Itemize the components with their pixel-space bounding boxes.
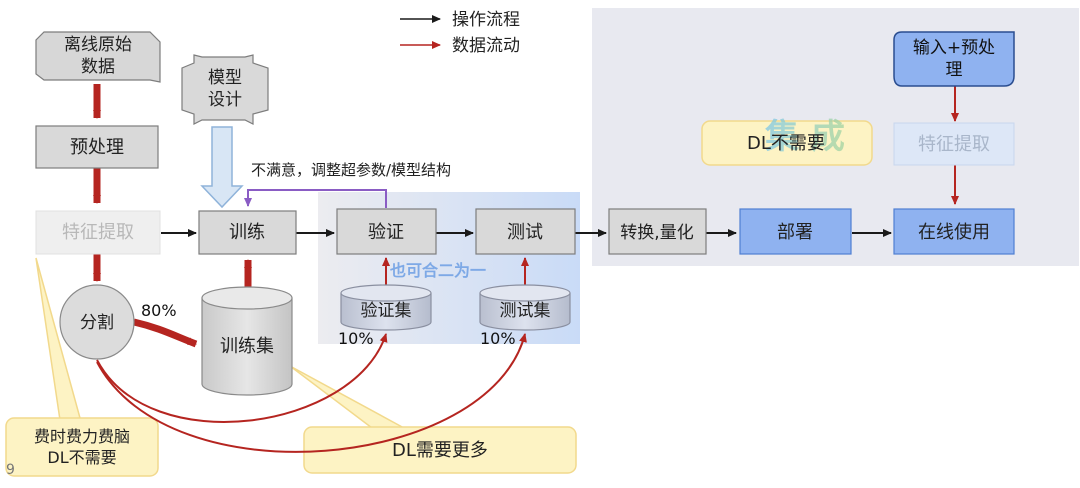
node-raw-data-label: 离线原始数据: [64, 35, 132, 77]
node-feature-extract-left: [35, 210, 161, 255]
legend: 操作流程 数据流动: [400, 10, 520, 56]
node-deploy-label: 部署: [777, 222, 813, 243]
callout-dl-not-needed-right-shape: [701, 120, 873, 166]
node-test: [475, 208, 576, 255]
node-raw-data-label-line: 数据: [81, 57, 115, 77]
node-feature-extract-right: [893, 122, 1015, 166]
node-split-label: 分割: [80, 313, 114, 333]
percent-val: 10%: [338, 329, 374, 348]
dataset-val-set: 验证集: [340, 284, 432, 331]
node-input-preprocess-label: 输入+预处理: [913, 38, 995, 80]
percent-test: 10%: [480, 329, 516, 348]
merge-label: 也可合二为一: [390, 261, 486, 280]
node-model-design-label: 模型设计: [208, 68, 242, 110]
node-validate-label: 验证: [368, 222, 404, 243]
arrow-feedback-loop: [244, 189, 387, 208]
arrow-split-to-trainset: [133, 318, 198, 348]
node-preprocess: [35, 125, 159, 169]
node-model-design-label-line: 模型: [208, 68, 242, 88]
page-number: 9: [6, 462, 15, 478]
node-validate: [336, 208, 437, 255]
legend-operation-label: 操作流程: [452, 10, 520, 30]
callout-costly: 费时费力费脑 DL不需要: [34, 427, 130, 467]
node-input-preprocess-label-line: 理: [946, 60, 963, 80]
dataset-train-set: 训练集: [201, 286, 293, 396]
node-split: [59, 284, 135, 360]
callout-dl-more-shape: [289, 365, 577, 474]
dataset-test-set-label: 测试集: [500, 301, 551, 321]
node-model-design-label-line: 设计: [208, 90, 242, 110]
node-preprocess-label: 预处理: [70, 137, 124, 158]
callout-costly-line: DL不需要: [47, 448, 116, 467]
node-test-label: 测试: [507, 222, 543, 243]
node-convert-quantize: [608, 208, 707, 255]
node-deploy: [739, 208, 852, 255]
integrate-label: 集 成: [764, 117, 845, 157]
node-online-use-label: 在线使用: [918, 222, 990, 243]
node-feature-extract-right-label: 特征提取: [918, 134, 990, 155]
callout-dl-not-needed-right: DL不需要: [747, 133, 825, 154]
node-train: [198, 210, 297, 255]
arrow-split-to-testset: [96, 333, 527, 453]
dataset-train-set-label: 训练集: [220, 336, 274, 357]
feedback-label: 不满意，调整超参数/模型结构: [251, 161, 451, 179]
node-model-design: 模型设计: [181, 54, 269, 125]
callout-costly-line: 费时费力费脑: [34, 427, 130, 446]
dataset-val-set-label: 验证集: [361, 301, 412, 321]
node-input-preprocess: [893, 31, 1015, 87]
node-raw-data: 离线原始数据: [35, 31, 161, 83]
node-train-label: 训练: [229, 222, 265, 243]
arrow-split-to-valset: [96, 333, 388, 423]
percent-train: 80%: [141, 301, 177, 320]
node-online-use: [893, 208, 1015, 255]
callout-costly-shape: [5, 257, 159, 477]
legend-data-label: 数据流动: [452, 36, 520, 56]
node-convert-quantize-label: 转换,量化: [620, 223, 693, 243]
node-feature-extract-left-label: 特征提取: [62, 222, 134, 243]
callout-dl-needs-more: DL需要更多: [392, 440, 488, 461]
node-raw-data-label-line: 离线原始: [64, 35, 132, 55]
node-input-preprocess-label-line: 输入+预处: [913, 38, 995, 58]
arrow-design-to-train: [200, 126, 244, 209]
dataset-test-set: 测试集: [479, 284, 571, 331]
